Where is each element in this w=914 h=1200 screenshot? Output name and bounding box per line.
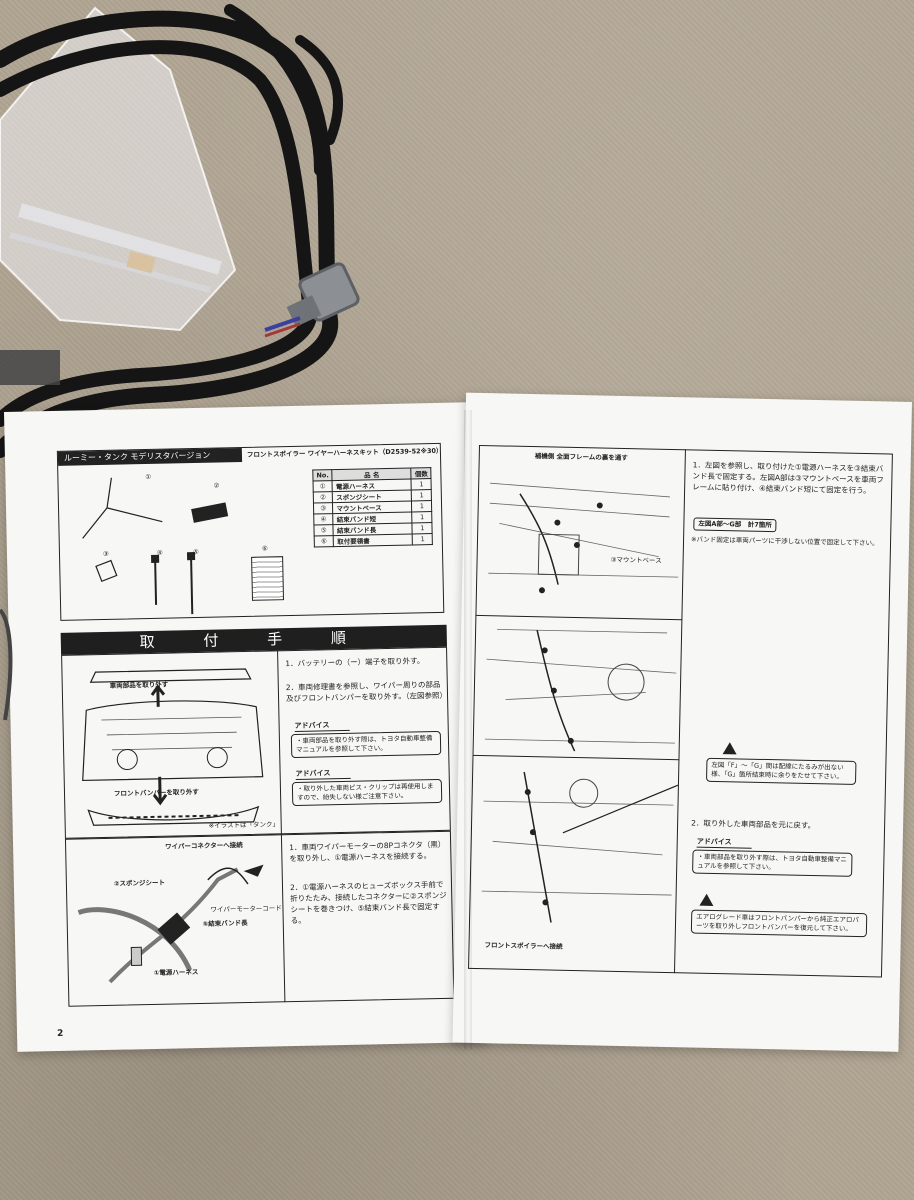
label-wiper-cord: ワイパーモーターコード [210,904,282,914]
right-step-1-text: 1．左図を参照し、取り付けた①電源ハーネスを③結束バンド長で固定する。左図A部は… [692,460,884,496]
advice-2-heading: アドバイス [295,768,351,780]
stray-cable [0,608,13,721]
label-band-long: ⑤結束バンド長 [202,919,248,928]
table-cell: 1 [411,500,433,512]
step-2-text: 2．車両修理書を参照し、ワイパー周りの部品及びフロントバンパーを取り外す。（左図… [285,679,447,704]
table-cell: ④ [313,513,334,526]
table-cell: ① [313,480,333,493]
table-cell: 1 [412,511,433,523]
warning-box: 左図「F」～「G」間は配線にたるみが出ない様、「G」箇所結束時に余りをたせて下さ… [706,757,857,785]
part-num-3: ③ [102,549,109,558]
parts-table: No. 品 名 個数 ① 電源ハーネス 1 ② スポンジシート 1 ③ マウント… [312,467,433,548]
right-advice-label: アドバイス [696,837,752,849]
instruction-page-left: ルーミー・タンク モデリスタバージョン フロントスポイラー ワイヤーハーネスキッ… [4,402,488,1052]
parts-illustrations [82,477,229,615]
label-frame-route: 補機側 全面フレームの裏を通す [534,452,628,463]
advice-1-label: アドバイス [294,720,350,732]
page-fold-shadow [464,410,472,1050]
advice-1-box: ・車両部品を取り外す際は、トヨタ自動車整備マニュアルを参照して下さい。 [290,730,442,759]
engine-bay-diagram-middle [484,628,677,752]
page-number: 2 [56,1028,64,1040]
step-3-2-text: 2．①電源ハーネスのヒューズボックス手前で折りたたみ、接続したコネクターに②スポ… [289,879,447,926]
table-cell: 取付要領書 [333,533,413,547]
manual-thumbnail-icon [251,556,285,601]
label-power-harness: ①電源ハーネス [153,968,199,977]
label-mount-base: ③マウントベース [610,555,662,565]
right-advice-box: ・車両部品を取り外す際は、トヨタ自動車整備マニュアルを参照して下さい。 [692,849,853,877]
header-model-text: ルーミー・タンク モデリスタバージョン [63,450,211,463]
table-cell: ③ [313,502,334,515]
advice-1-heading: アドバイス [294,720,350,732]
right-advice-heading: アドバイス [696,837,752,849]
label-connect-spoiler: フロントスポイラーへ接続 [484,941,563,951]
table-cell: 1 [411,489,432,501]
wiring-harness-photo [0,4,360,458]
part-num-2: ② [213,481,220,490]
parts-table-header-no: No. [312,469,333,482]
part-num-4: ④ [156,548,163,557]
part-num-1: ① [145,472,152,482]
label-connect-wiper: ワイパーコネクターへ接続 [165,841,243,851]
parts-table-header-qty: 個数 [411,467,432,479]
table-cell: ⑥ [314,535,334,548]
label-illustration-note: ※イラストは「タンク」 [208,820,280,830]
label-sponge-sheet: ②スポンジシート [113,878,165,888]
engine-bay-diagram-bottom [481,771,679,923]
table-cell: 1 [412,522,433,534]
locations-tag: 左図A部～G部 計7箇所 [693,517,777,533]
table-cell: 1 [412,533,433,545]
engine-bay-diagram-top [488,482,679,594]
advice-2-box: ・取り外した車両ピス・クリップは再使用しますので、紛失しない様ご注意下さい。 [291,778,443,807]
part-num-5: ⑤ [192,547,199,557]
airgrade-note-box: エアログレード車はフロントバンパーから純正エアロパーツを取り外しフロントバンパー… [690,909,868,938]
advice-2-label: アドバイス [295,768,351,780]
table-cell: 1 [411,478,432,490]
label-remove-parts: 車両部品を取り外す [109,680,169,690]
harness-connection-illustration [77,864,264,984]
instruction-page-right: 補機側 全面フレームの裏を通す ③マウントベース [452,392,912,1052]
table-cell: ⑤ [313,524,334,537]
car-front-illustration [82,668,264,826]
section-title: 取 付 手 順 [139,628,369,652]
step-3-1-text: 1．車両ワイパーモーターの8Pコネクタ（黒）を取り外し、①電源ハーネスを接続する… [289,839,446,864]
part-num-6: ⑥ [261,544,268,553]
label-remove-bumper: フロントバンパーを取り外す [113,788,199,798]
table-row: ⑥ 取付要領書 1 [314,533,433,548]
table-cell: ② [313,491,333,504]
airgrade-warning-icon [699,893,714,906]
warning-icon [722,742,737,755]
